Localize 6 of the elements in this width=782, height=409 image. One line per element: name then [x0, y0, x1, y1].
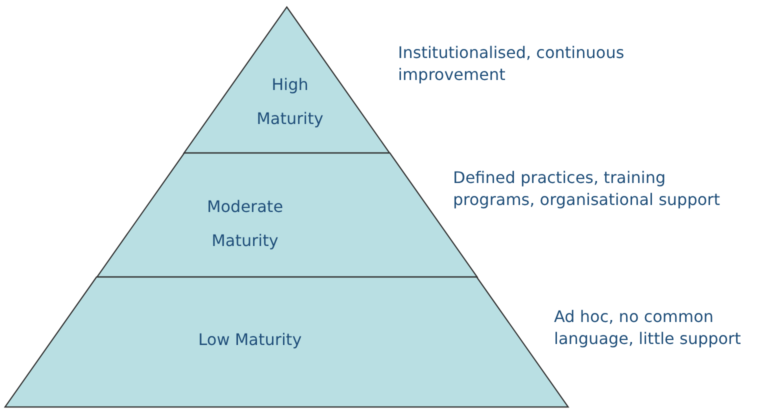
- level-description: Defined practices, training programs, organisational support: [453, 167, 721, 211]
- level-label: High Maturity: [256, 74, 324, 130]
- level-label: Low Maturity: [197, 329, 303, 351]
- level-description: Institutionalised, continuous improvement: [398, 42, 626, 86]
- level-description: Ad hoc, no common language, little support: [554, 306, 742, 350]
- level-label: Moderate Maturity: [206, 196, 284, 252]
